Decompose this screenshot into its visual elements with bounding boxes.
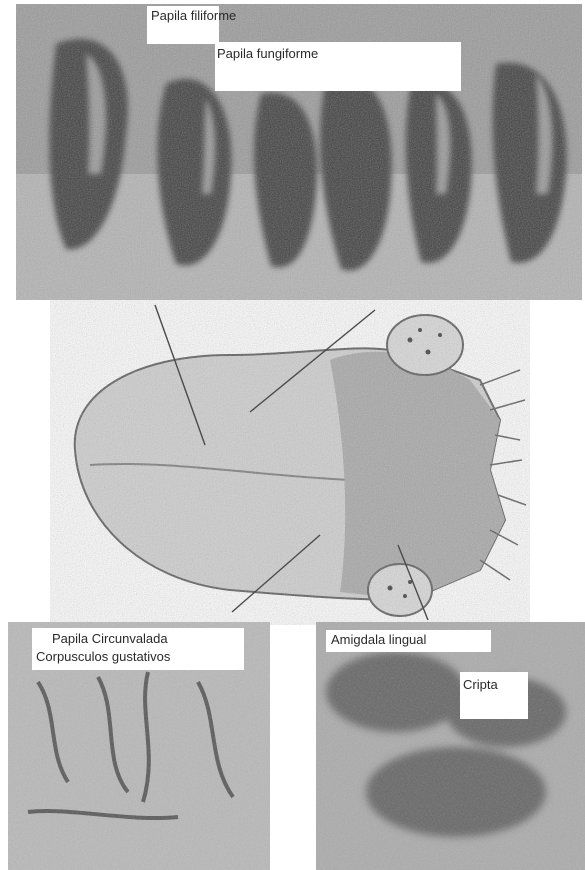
label-crypt: Cripta [460, 672, 528, 719]
taste-buds-text: Corpusculos gustativos [36, 648, 244, 666]
label-fungiform-papilla: Papila fungiforme [215, 42, 461, 91]
lingual-tonsil-text: Amigdala lingual [331, 632, 426, 647]
circumvallate-papilla-text: Papila Circunvalada [52, 630, 244, 648]
tongue-illustration [50, 300, 530, 625]
filiform-papilla-text: Papila filiforme [151, 8, 236, 23]
fungiform-papilla-text: Papila fungiforme [217, 46, 318, 61]
label-lingual-tonsil: Amigdala lingual [326, 630, 491, 652]
label-circumvallate-papilla: Papila Circunvalada Corpusculos gustativ… [32, 628, 244, 670]
lingual-tonsil-micrograph-image [316, 622, 585, 870]
label-filiform-papilla: Papila filiforme [147, 6, 219, 44]
crypt-text: Cripta [463, 677, 498, 692]
tongue-drawing [50, 300, 530, 625]
bottom-right-micrograph [316, 622, 585, 870]
